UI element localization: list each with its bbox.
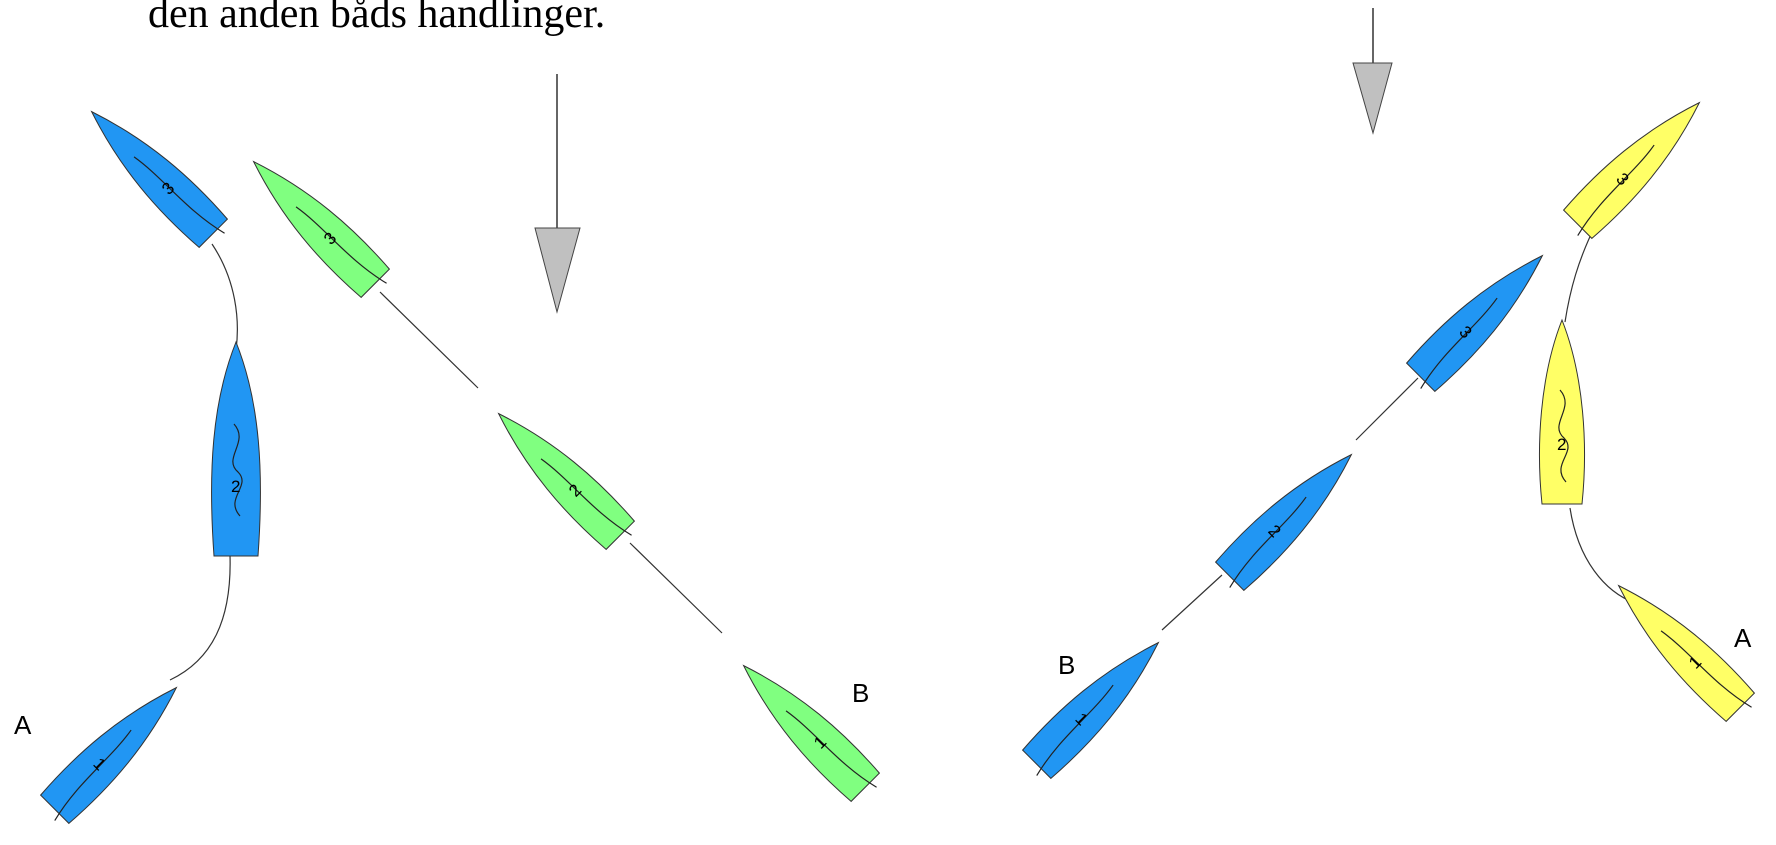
green-boat-2: 2 (497, 412, 636, 551)
svg-text:2: 2 (1557, 435, 1566, 454)
position-label-b: B (1058, 650, 1075, 680)
left-scene: 3 2 1 3 2 1 (14, 74, 881, 825)
position-label-a: A (1734, 623, 1752, 653)
yellow-boat-3: 3 (1562, 101, 1701, 240)
wind-arrow-icon (1352, 8, 1393, 135)
wind-arrow-icon (534, 74, 581, 314)
green-boat-3: 3 (252, 160, 391, 299)
yellow-boat-2: 2 (1538, 318, 1586, 505)
blue-boat-2: 2 (211, 340, 261, 557)
blue-boat-3: 3 (1405, 254, 1544, 393)
position-label-a: A (14, 710, 32, 740)
blue-boat-2: 2 (1214, 453, 1353, 592)
blue-boat-1: 1 (39, 686, 178, 825)
svg-text:2: 2 (231, 477, 240, 496)
green-track-path (379, 291, 723, 634)
right-scene: 1 2 3 3 2 1 (1021, 8, 1756, 780)
position-label-b: B (852, 678, 869, 708)
yellow-boat-1: 1 (1617, 584, 1756, 723)
blue-track-path (1161, 377, 1419, 631)
blue-track-path (169, 243, 238, 681)
blue-boat-3: 3 (90, 110, 229, 249)
green-boat-1: 1 (742, 664, 881, 803)
caption: den anden båds handlinger. (148, 0, 606, 37)
blue-boat-1: 1 (1021, 641, 1160, 780)
